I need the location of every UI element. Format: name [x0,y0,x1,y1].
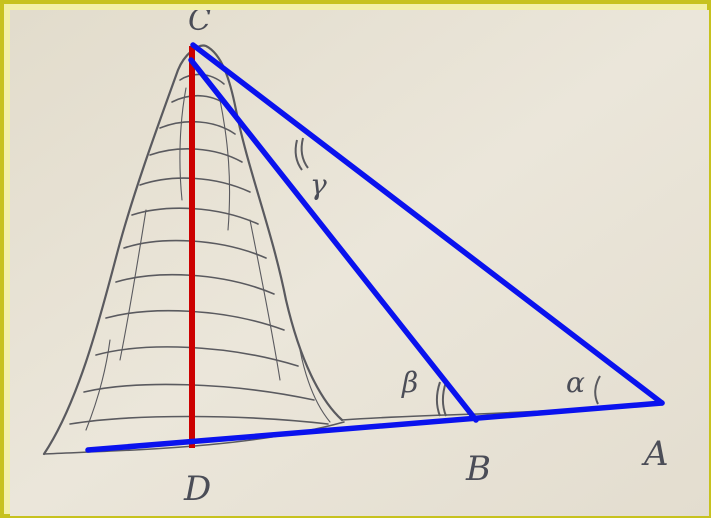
angle-label-gamma: γ [310,168,327,201]
point-label-b: B [465,449,491,489]
angle-arc-gamma-2 [300,137,309,169]
point-label-d: D [183,469,211,509]
triangle-lines [85,42,665,453]
point-label-c: C [188,10,211,38]
angle-arc-gamma [294,139,303,171]
angle-label-beta: β [401,366,418,399]
point-label-a: A [641,434,669,474]
angle-label-alpha: α [566,366,585,399]
angle-arc-beta [436,381,441,417]
angle-arc-alpha [594,375,601,405]
diagram-canvas: C D B A γ β α [10,10,709,516]
baseline-da [85,400,665,453]
textbook-photo: C D B A γ β α [10,10,709,516]
paper-background [10,10,709,516]
line-cb [188,57,479,423]
line-ca [190,42,665,406]
